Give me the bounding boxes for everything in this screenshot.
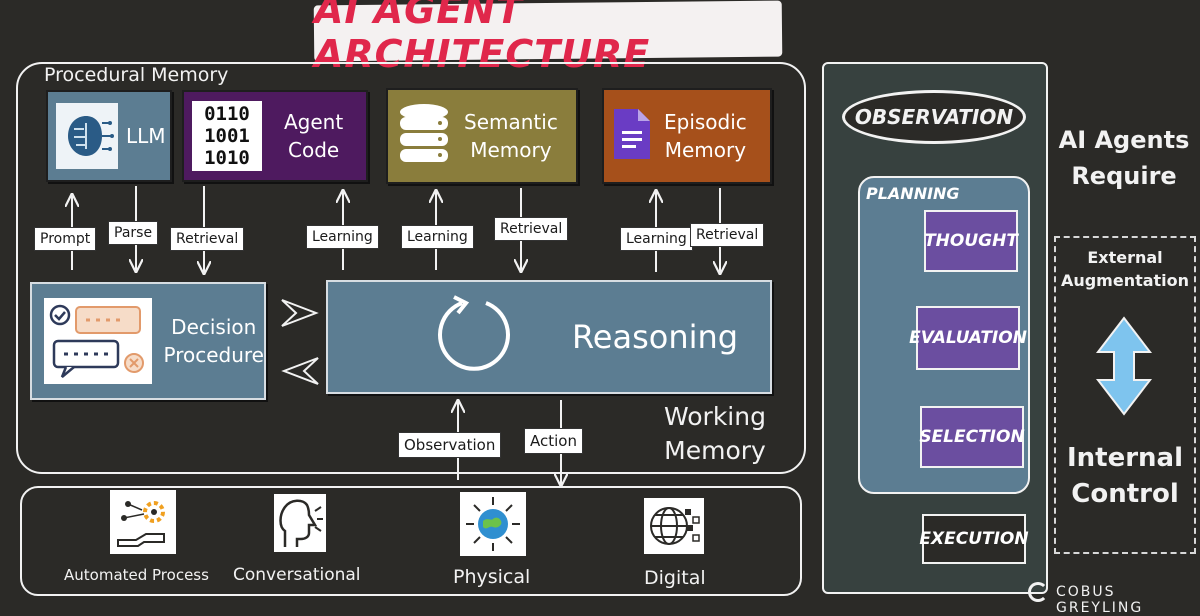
observation-ellipse: OBSERVATION [842, 90, 1026, 144]
working-memory-label: Working Memory [664, 400, 766, 468]
learning-label-2: Learning [401, 225, 474, 249]
llm-label: LLM [126, 124, 166, 148]
prompt-label: Prompt [34, 227, 97, 251]
augment-line-1: External [1087, 248, 1163, 267]
semantic-line-1: Semantic [464, 110, 558, 134]
decision-procedure-label: Decision Procedure [164, 313, 265, 369]
working-line-2: Memory [664, 436, 766, 465]
episodic-memory-label: Episodic Memory [664, 108, 747, 164]
reasoning-box: Reasoning [326, 280, 772, 394]
conversational-label: Conversational [233, 565, 361, 585]
thought-label: THOUGHT [924, 231, 1018, 251]
learning-label-3: Learning [620, 227, 693, 251]
semantic-line-2: Memory [470, 138, 552, 162]
decision-line-2: Procedure [163, 343, 265, 367]
architecture-panel [16, 62, 806, 474]
internal-line-2: Control [1071, 479, 1179, 509]
retrieval-label-1: Retrieval [170, 227, 245, 251]
evaluation-label: EVALUATION [909, 328, 1027, 348]
reasoning-label: Reasoning [572, 318, 739, 356]
episodic-memory-box: Episodic Memory [602, 88, 772, 184]
environment-panel [20, 486, 802, 596]
footer-brand: COBUS GREYLING [1056, 584, 1144, 616]
internal-line-1: Internal [1066, 443, 1184, 473]
observation-step-label: OBSERVATION [854, 105, 1014, 129]
agents-require-heading: AI Agents Require [1054, 122, 1194, 194]
require-line-1: AI Agents [1058, 126, 1190, 154]
automated-process-icon [110, 490, 176, 554]
episodic-line-1: Episodic [664, 110, 747, 134]
selection-label: SELECTION [919, 427, 1025, 447]
learning-label-1: Learning [306, 225, 379, 249]
binary-line-2: 1001 [204, 125, 250, 147]
augment-line-2: Augmentation [1060, 271, 1190, 290]
binary-code-icon: 0110 1001 1010 [192, 101, 262, 171]
page-title: AI AGENT ARCHITECTURE [314, 0, 651, 76]
semantic-memory-box: Semantic Memory [386, 88, 578, 184]
agent-code-line-1: Agent [284, 110, 344, 134]
retrieval-label-3: Retrieval [690, 223, 765, 247]
digital-globe-icon [644, 498, 704, 554]
document-icon [614, 109, 650, 163]
brand-c-icon [1028, 582, 1048, 602]
parse-label: Parse [108, 221, 159, 245]
digital-label: Digital [644, 567, 706, 589]
retrieval-label-2: Retrieval [494, 217, 569, 241]
brain-circuit-icon [56, 103, 118, 169]
working-line-1: Working [664, 402, 766, 431]
automated-process-label: Automated Process [64, 566, 209, 584]
semantic-memory-label: Semantic Memory [464, 108, 558, 164]
llm-box: LLM [46, 90, 172, 182]
conversational-icon [274, 494, 326, 552]
evaluation-step: EVALUATION [909, 306, 1027, 370]
agent-code-label: Agent Code [284, 108, 343, 164]
decision-line-1: Decision [171, 315, 257, 339]
external-augmentation-label: External Augmentation [1054, 246, 1196, 292]
agent-code-box: 0110 1001 1010 Agent Code [182, 90, 368, 182]
refresh-cycle-icon [432, 293, 516, 381]
observation-label: Observation [398, 432, 502, 458]
execution-step: EXECUTION [919, 514, 1029, 564]
physical-globe-icon [460, 492, 526, 556]
action-label: Action [524, 428, 583, 454]
episodic-line-2: Memory [664, 138, 747, 162]
binary-line-3: 1010 [204, 147, 250, 169]
bidirectional-arrow-icon [1092, 316, 1156, 420]
procedural-memory-label: Procedural Memory [44, 64, 229, 86]
selection-step: SELECTION [919, 406, 1025, 468]
require-line-2: Require [1071, 162, 1177, 190]
agent-code-line-2: Code [288, 138, 340, 162]
binary-line-1: 0110 [204, 103, 250, 125]
decision-procedure-box: Decision Procedure [30, 282, 266, 400]
database-icon [398, 103, 450, 169]
internal-control-label: Internal Control [1054, 440, 1196, 512]
planning-label: PLANNING [866, 184, 960, 203]
execution-label: EXECUTION [919, 529, 1029, 549]
physical-label: Physical [453, 566, 531, 588]
augmentation-dashed-box [1054, 236, 1196, 554]
thought-step: THOUGHT [924, 210, 1018, 272]
decision-chat-icon [44, 298, 152, 384]
